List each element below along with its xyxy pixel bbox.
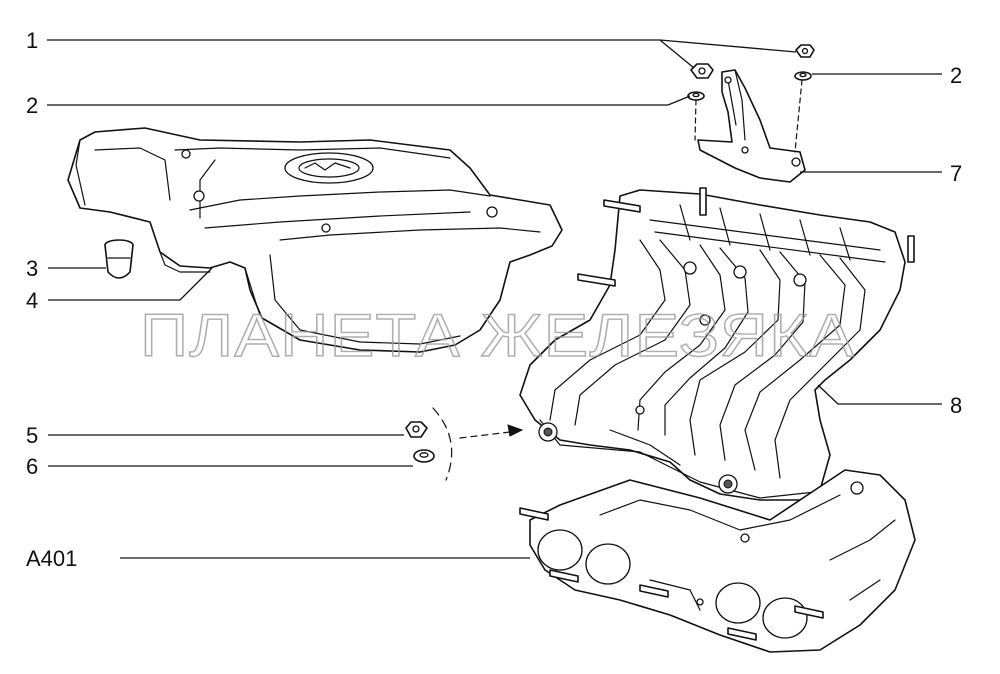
callout-4: 4	[26, 288, 38, 313]
rubber-bushing	[104, 239, 134, 279]
bracket	[697, 69, 806, 183]
nut-lower	[405, 421, 428, 438]
callout-2-left: 2	[26, 93, 38, 118]
callout-6: 6	[26, 454, 38, 479]
callout-1: 1	[26, 28, 38, 53]
cylinder-head-flange	[519, 469, 916, 653]
callout-7: 7	[950, 161, 962, 186]
nut-top-right	[795, 44, 815, 58]
washer-lower	[413, 449, 435, 463]
washer-top-right	[794, 71, 812, 81]
washer-top-left	[687, 91, 705, 101]
intake-manifold	[519, 187, 915, 501]
nut-top-left	[690, 63, 714, 79]
callout-5: 5	[26, 423, 38, 448]
engine-cover	[67, 127, 563, 353]
watermark: ПЛАНЕТА ЖЕЛЕЗЯКА	[140, 302, 855, 369]
callout-2-right: 2	[950, 63, 962, 88]
leader-lines	[47, 39, 942, 559]
callout-a401: A401	[26, 546, 77, 571]
callout-8: 8	[950, 393, 962, 418]
callout-3: 3	[26, 256, 38, 281]
